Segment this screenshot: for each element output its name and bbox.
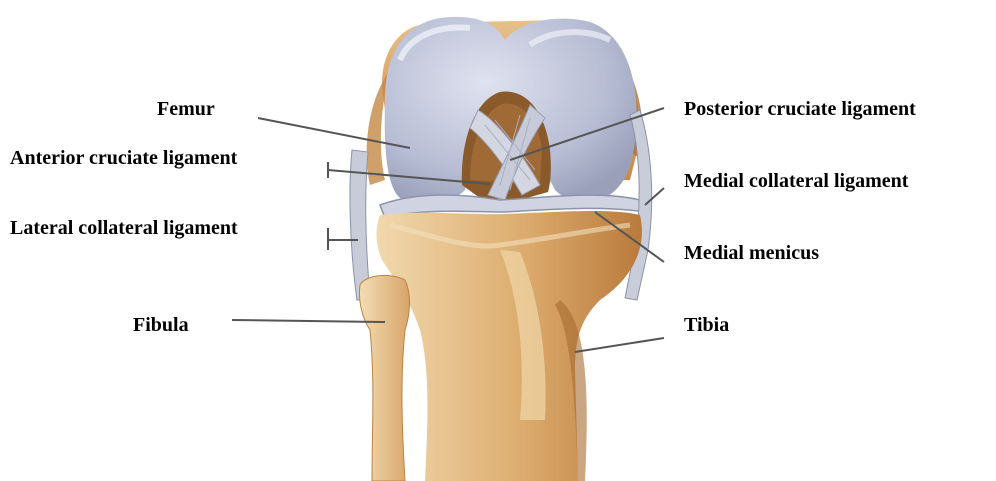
fibula-bone <box>359 275 409 481</box>
label-anterior-cruciate-ligament: Anterior cruciate ligament <box>10 148 237 168</box>
label-fibula: Fibula <box>133 315 189 335</box>
label-medial-menicus: Medial menicus <box>684 243 819 263</box>
fibula-leader-line <box>232 320 385 322</box>
tibia-leader-line <box>575 338 664 352</box>
label-lateral-collateral-ligament: Lateral collateral ligament <box>10 218 238 238</box>
label-posterior-cruciate-ligament: Posterior cruciate ligament <box>684 99 916 119</box>
label-medial-collateral-ligament: Medial collateral ligament <box>684 171 908 191</box>
label-femur: Femur <box>157 99 215 119</box>
label-tibia: Tibia <box>684 315 729 335</box>
